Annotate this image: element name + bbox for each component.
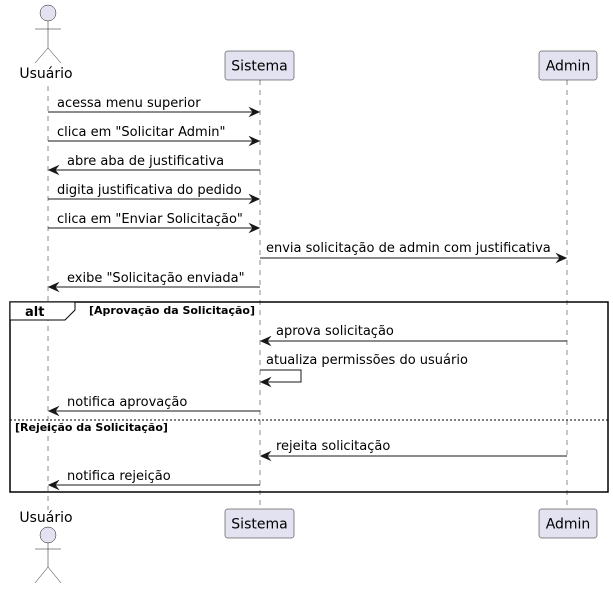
message-label-5: clica em "Enviar Solicitação" <box>57 212 243 227</box>
participant-sistema-bottom <box>224 508 295 539</box>
alt-guard-approval: [Aprovação da Solicitação] <box>89 304 255 317</box>
message-label-2: clica em "Solicitar Admin" <box>57 125 226 140</box>
message-arrowhead-7 <box>47 281 60 293</box>
message-arrowhead-11 <box>259 450 272 462</box>
participant-sistema-top <box>224 50 295 81</box>
message-label-9: atualiza permissões do usuário <box>266 353 468 368</box>
message-label-12: notifica rejeição <box>67 469 171 484</box>
participant-admin-bottom-label: Admin <box>546 517 591 533</box>
message-label-8: aprova solicitação <box>276 324 394 339</box>
message-arrowhead-10 <box>47 405 60 417</box>
actor-usuario-top-label: Usuário <box>19 66 72 82</box>
message-label-1: acessa menu superior <box>57 96 201 111</box>
participant-admin-top <box>538 50 598 81</box>
alt-fragment-tab <box>9 301 76 321</box>
message-arrowhead-4 <box>248 193 261 205</box>
alt-guard-rejection: [Rejeição da Solicitação] <box>15 421 168 434</box>
actor-usuario-bottom-label: Usuário <box>19 510 72 526</box>
message-label-4: digita justificativa do pedido <box>57 183 242 198</box>
message-arrowhead-12 <box>47 479 60 491</box>
actor-usuario-bottom <box>34 526 62 584</box>
actor-usuario-top <box>34 4 62 64</box>
alt-fragment-frame <box>9 301 609 493</box>
message-label-10: notifica aprovação <box>67 395 187 410</box>
message-arrowhead-5 <box>248 222 261 234</box>
participant-sistema-bottom-label: Sistema <box>231 517 287 533</box>
participant-sistema-top-label: Sistema <box>231 59 287 75</box>
participant-admin-bottom <box>538 508 598 539</box>
alt-fragment-label: alt <box>25 305 44 320</box>
participant-admin-top-label: Admin <box>546 59 591 75</box>
message-arrowhead-1 <box>248 106 261 118</box>
message-arrowhead-3 <box>47 164 60 176</box>
message-label-7: exibe "Solicitação enviada" <box>67 271 245 286</box>
message-arrow-9 <box>260 369 302 383</box>
message-label-6: envia solicitação de admin com justifica… <box>266 241 551 256</box>
message-label-11: rejeita solicitação <box>276 439 390 454</box>
message-arrowhead-6 <box>555 252 568 264</box>
message-arrowhead-8 <box>259 335 272 347</box>
message-label-3: abre aba de justificativa <box>67 154 224 169</box>
message-arrowhead-9 <box>259 376 272 388</box>
message-arrowhead-2 <box>248 135 261 147</box>
